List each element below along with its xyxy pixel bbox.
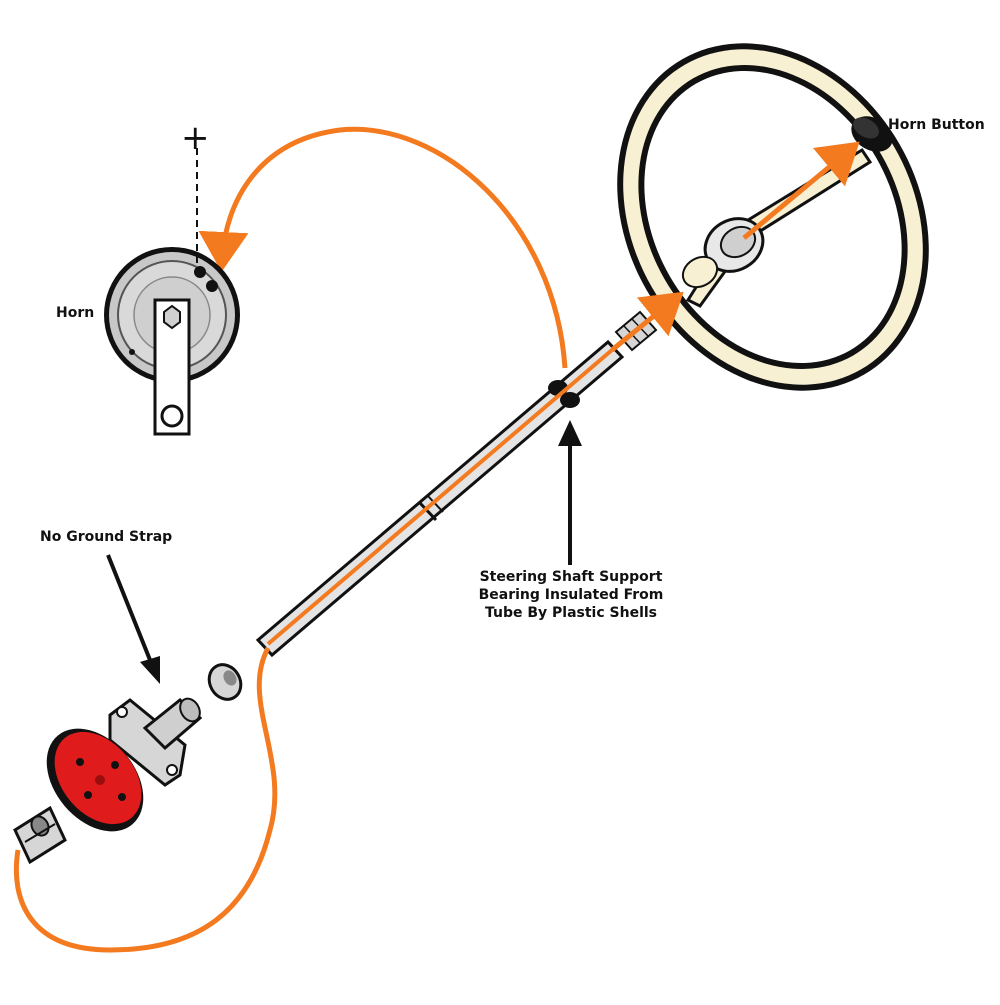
no-ground-strap-label: No Ground Strap xyxy=(40,529,173,545)
wheel-hub xyxy=(681,217,765,289)
circuit-to-wheel xyxy=(610,291,684,352)
horn-nut xyxy=(163,304,181,330)
horn-button-cap xyxy=(851,116,893,152)
horn-terminal xyxy=(206,280,218,292)
circuit-lower-loop xyxy=(13,646,278,953)
flange-bracket xyxy=(108,697,203,787)
horn-unit xyxy=(104,148,240,436)
horn-label: Horn xyxy=(56,305,95,321)
support-bearing-line-2: Bearing Insulated From xyxy=(478,587,664,603)
positive-sign: + xyxy=(181,118,210,158)
steering-wheel xyxy=(617,43,929,391)
arrow-no-ground-strap xyxy=(106,554,152,661)
pointer-arrows xyxy=(106,420,582,684)
horn-terminal xyxy=(194,266,206,278)
shaft-collar xyxy=(207,663,243,701)
rag-joint-disc xyxy=(46,728,144,832)
circuit-path xyxy=(13,126,860,953)
circuit-to-horn-button xyxy=(742,141,860,240)
lower-clamp xyxy=(13,805,67,865)
support-bearing-line-1: Steering Shaft Support xyxy=(479,569,663,585)
support-bearing-label: Steering Shaft Support Bearing Insulated… xyxy=(455,568,687,622)
horn-bracket-hole xyxy=(160,404,184,428)
circuit-arc-to-horn xyxy=(198,126,568,369)
horn-button-label: Horn Button xyxy=(888,117,985,133)
circuit-along-shaft xyxy=(266,348,614,646)
support-bearing-line-3: Tube By Plastic Shells xyxy=(484,605,658,621)
